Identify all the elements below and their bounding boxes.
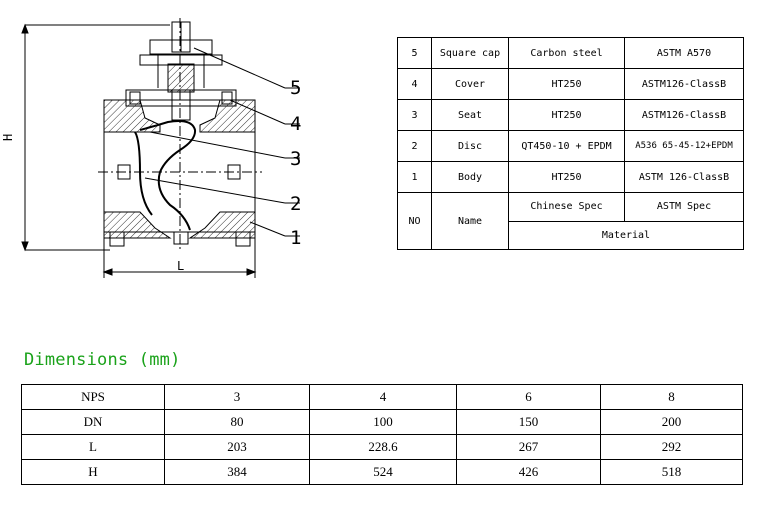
dim-header-cell: 3 bbox=[164, 384, 310, 410]
dimensions-row: L 203 228.6 267 292 bbox=[21, 434, 743, 460]
part-chinese-spec: HT250 bbox=[508, 161, 625, 193]
dimensions-header-row: NPS 3 4 6 8 bbox=[21, 384, 743, 410]
dim-cell: 203 bbox=[164, 434, 310, 460]
header-no: NO bbox=[397, 192, 432, 250]
square-cap-flange bbox=[149, 39, 213, 55]
height-label: H bbox=[1, 134, 15, 141]
part-astm-spec: A536 65-45-12+EPDM bbox=[624, 130, 744, 162]
part-chinese-spec: QT450-10 + EPDM bbox=[508, 130, 625, 162]
parts-header-row-2: Material bbox=[398, 220, 744, 250]
callout-1: 1 bbox=[290, 227, 301, 249]
dimensions-row: H 384 524 426 518 bbox=[21, 459, 743, 485]
dim-cell: H bbox=[21, 459, 165, 485]
parts-row: 1 Body HT250 ASTM 126-ClassB bbox=[397, 161, 744, 193]
part-name: Cover bbox=[431, 68, 509, 100]
dim-cell: 80 bbox=[164, 409, 310, 435]
dimensions-table: NPS 3 4 6 8 DN 80 100 150 200 L 203 228.… bbox=[21, 384, 743, 485]
callout-2: 2 bbox=[290, 193, 301, 215]
part-chinese-spec: HT250 bbox=[508, 68, 625, 100]
dim-cell: 150 bbox=[456, 409, 601, 435]
part-no: 3 bbox=[397, 99, 432, 131]
dim-header-cell: 8 bbox=[600, 384, 743, 410]
header-name: Name bbox=[431, 192, 509, 250]
valve-drawing: 5 4 3 2 1 H L bbox=[0, 0, 330, 284]
dim-cell: 524 bbox=[309, 459, 457, 485]
part-name: Square cap bbox=[431, 37, 509, 69]
dim-cell: L bbox=[21, 434, 165, 460]
dim-cell: 426 bbox=[456, 459, 601, 485]
part-name: Body bbox=[431, 161, 509, 193]
dim-cell: 267 bbox=[456, 434, 601, 460]
parts-row: 5 Square cap Carbon steel ASTM A570 bbox=[397, 37, 744, 69]
dim-cell: 292 bbox=[600, 434, 743, 460]
header-astm-spec: ASTM Spec bbox=[624, 192, 744, 222]
parts-row: 4 Cover HT250 ASTM126-ClassB bbox=[397, 68, 744, 100]
dim-header-cell: 6 bbox=[456, 384, 601, 410]
callout-5: 5 bbox=[290, 77, 301, 99]
callout-3: 3 bbox=[290, 148, 301, 170]
dim-cell: 100 bbox=[309, 409, 457, 435]
part-no: 4 bbox=[397, 68, 432, 100]
header-chinese-spec: Chinese Spec bbox=[508, 192, 625, 222]
callout-4: 4 bbox=[290, 113, 301, 135]
parts-row: 2 Disc QT450-10 + EPDM A536 65-45-12+EPD… bbox=[397, 130, 744, 162]
part-name: Disc bbox=[431, 130, 509, 162]
valve-cross-section: 5 4 3 2 1 H L bbox=[1, 18, 301, 278]
part-astm-spec: ASTM 126-ClassB bbox=[624, 161, 744, 193]
length-label: L bbox=[177, 259, 184, 273]
part-chinese-spec: HT250 bbox=[508, 99, 625, 131]
parts-row: 3 Seat HT250 ASTM126-ClassB bbox=[397, 99, 744, 131]
part-name: Seat bbox=[431, 99, 509, 131]
part-no: 2 bbox=[397, 130, 432, 162]
part-astm-spec: ASTM126-ClassB bbox=[624, 99, 744, 131]
dim-cell: 384 bbox=[164, 459, 310, 485]
dim-cell: 518 bbox=[600, 459, 743, 485]
dim-header-cell: 4 bbox=[309, 384, 457, 410]
dim-cell: 200 bbox=[600, 409, 743, 435]
part-no: 1 bbox=[397, 161, 432, 193]
parts-material-table: 5 Square cap Carbon steel ASTM A570 4 Co… bbox=[397, 37, 744, 250]
part-chinese-spec: Carbon steel bbox=[508, 37, 625, 69]
header-material: Material bbox=[508, 220, 744, 250]
dim-header-cell: NPS bbox=[21, 384, 165, 410]
part-astm-spec: ASTM126-ClassB bbox=[624, 68, 744, 100]
dimensions-title: Dimensions (mm) bbox=[24, 350, 181, 370]
dim-cell: DN bbox=[21, 409, 165, 435]
part-astm-spec: ASTM A570 bbox=[624, 37, 744, 69]
part-no: 5 bbox=[397, 37, 432, 69]
parts-header-row: NO Name Chinese Spec ASTM Spec bbox=[397, 192, 744, 250]
dimensions-row: DN 80 100 150 200 bbox=[21, 409, 743, 435]
dim-cell: 228.6 bbox=[309, 434, 457, 460]
